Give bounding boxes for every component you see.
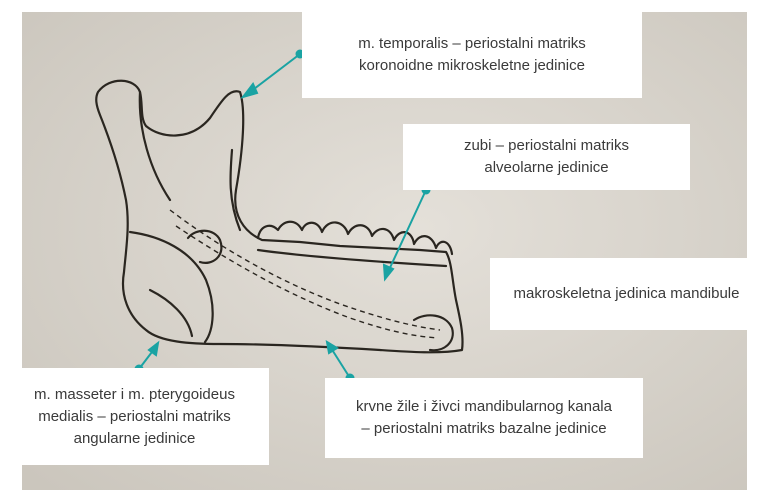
temporalis-label: m. temporalis – periostalni matriks koro… [302,12,642,98]
teeth-label-line2: alveolarne jedinice [484,157,608,179]
masseter-label-line3: angularne jedinice [74,428,196,450]
macro-label: makroskeletna jedinica mandibule [490,258,763,330]
teeth-label-line1: zubi – periostalni matriks [464,135,629,157]
canal-label-line1: krvne žile i živci mandibularnog kanala [356,396,612,418]
canal-label-line2: – periostalni matriks bazalne jedinice [361,418,606,440]
canal-label: krvne žile i živci mandibularnog kanala … [325,378,643,458]
masseter-label-line2: medialis – periostalni matriks [38,406,231,428]
temporalis-label-line1: m. temporalis – periostalni matriks [358,33,586,55]
teeth-label: zubi – periostalni matriks alveolarne je… [403,124,690,190]
macro-label-line1: makroskeletna jedinica mandibule [514,283,740,305]
masseter-label-line1: m. masseter i m. pterygoideus [34,384,235,406]
temporalis-label-line2: koronoidne mikroskeletne jedinice [359,55,585,77]
masseter-label: m. masseter i m. pterygoideus medialis –… [0,368,269,465]
